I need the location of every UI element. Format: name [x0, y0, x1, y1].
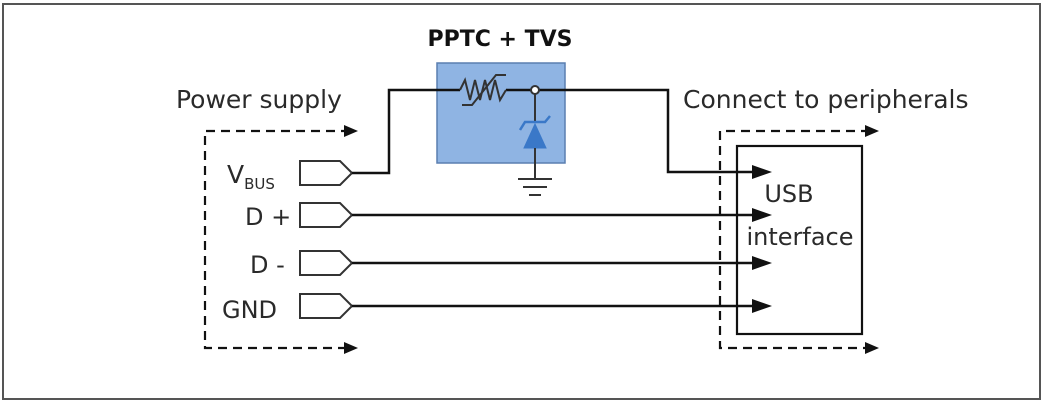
peripherals-label: Connect to peripherals [683, 85, 969, 114]
power-supply-label: Power supply [176, 85, 342, 114]
pin-label-dminus: D - [250, 251, 285, 279]
vbus-wire-out [535, 88, 760, 174]
arrow-head [752, 165, 772, 179]
protection-title: PPTC + TVS [427, 27, 572, 52]
pin-label-vbus: VBUS [227, 160, 275, 193]
usb-label-line2: interface [746, 223, 853, 251]
arrow-head [865, 342, 879, 354]
ground-icon [518, 178, 552, 196]
connector-pin-vbus [299, 160, 354, 186]
connector-pin-dminus [299, 250, 354, 276]
usb-label-line1: USB [764, 180, 813, 208]
usb-interface-box [735, 144, 864, 336]
pptc-resistor-icon [459, 74, 507, 106]
connector-pin-dplus [299, 202, 354, 228]
peripherals-bracket [718, 125, 879, 354]
pin-label-vbus-sub: BUS [244, 175, 275, 193]
vbus-wire-in [352, 88, 460, 175]
power-supply-bracket [203, 125, 358, 354]
pin-label-dplus: D + [245, 203, 291, 231]
tvs-diode-icon [518, 94, 551, 178]
arrow-head [344, 342, 358, 354]
pin-label-vbus-main: V [227, 160, 244, 189]
junction-node [530, 85, 540, 95]
arrow-head [752, 256, 772, 270]
arrow-head [752, 299, 772, 313]
arrow-head [752, 208, 772, 222]
connector-pin-gnd [299, 293, 354, 319]
arrow-head [865, 125, 879, 137]
pin-label-gnd: GND [222, 296, 277, 324]
arrow-head [344, 125, 358, 137]
